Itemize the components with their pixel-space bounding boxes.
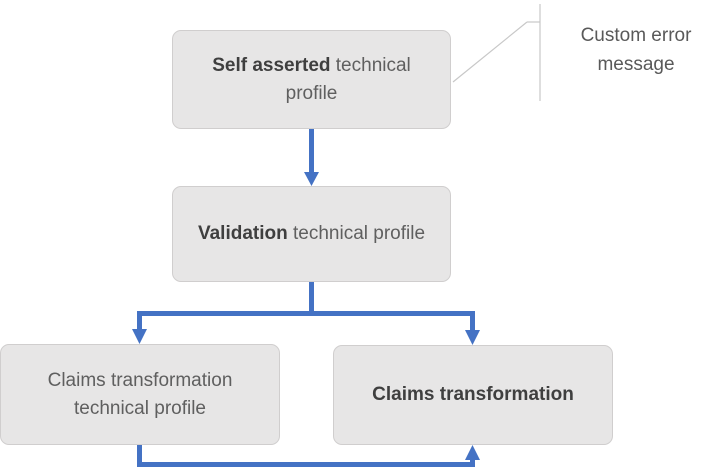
node-claims-transformation-technical-profile[interactable]: Claims transformation technical profile: [0, 344, 280, 445]
node-label-bold: Claims transformation: [372, 384, 574, 406]
node-label: Claims transformation technical profile: [15, 367, 265, 422]
node-label-bold: Self asserted: [212, 54, 331, 76]
node-validation-technical-profile[interactable]: Validation technical profile: [172, 186, 451, 282]
callout-leader-line: [452, 4, 541, 101]
arrow-claims-left-to-claims-right: [137, 445, 480, 467]
node-label: Validation technical profile: [187, 220, 436, 248]
node-label: Self asserted technical profile: [187, 52, 436, 107]
node-label-rest: technical profile: [287, 223, 426, 245]
node-self-asserted-technical-profile[interactable]: Self asserted technical profile: [172, 30, 451, 129]
node-label-rest: Claims transformation technical profile: [47, 369, 233, 419]
arrow-validation-to-claims-left: [132, 282, 314, 344]
node-label: Claims transformation: [348, 381, 598, 409]
arrow-self-asserted-to-validation: [304, 129, 319, 186]
arrow-validation-to-claims-right: [309, 311, 480, 345]
node-claims-transformation[interactable]: Claims transformation: [333, 345, 613, 445]
callout-text: Custom error message: [580, 25, 692, 75]
node-label-rest: technical profile: [285, 54, 411, 104]
node-label-bold: Validation: [197, 223, 288, 245]
